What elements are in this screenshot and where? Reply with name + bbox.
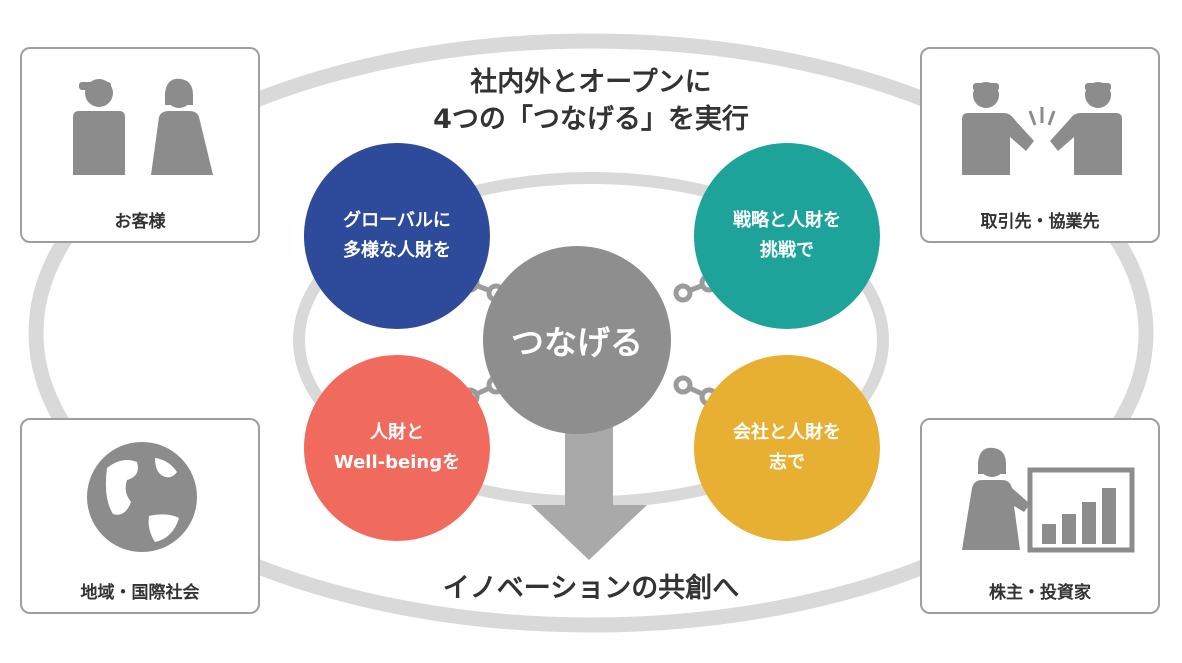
stakeholder-card-investors: 株主・投資家 (920, 418, 1160, 614)
footer-caption: イノベーションの共創へ (442, 573, 740, 604)
outer-ring (28, 33, 1154, 633)
bubble-global-talent: グローバルに 多様な人財を (304, 143, 490, 329)
stakeholder-label: お客様 (114, 212, 166, 232)
globe-icon (87, 442, 197, 552)
stakeholder-label: 地域・国際社会 (80, 583, 200, 603)
bubble-company-purpose: 会社と人財を 志で (694, 355, 880, 541)
stakeholder-label: 取引先・協業先 (980, 212, 1100, 232)
heading-line-1: 社内外とオープンに (470, 67, 712, 98)
business-partners-icon (962, 82, 1122, 175)
stakeholder-card-customers: お客様 (20, 47, 260, 243)
bubble-well-being: 人財と Well-beingを (304, 355, 490, 541)
stakeholder-card-society: 地域・国際社会 (20, 418, 260, 614)
investor-presentation-icon (962, 447, 1135, 553)
down-arrow (531, 420, 647, 560)
stakeholder-label: 株主・投資家 (989, 583, 1091, 603)
center-connect-circle: つなげる (483, 246, 671, 434)
stakeholder-card-partners: 取引先・協業先 (920, 47, 1160, 243)
customers-icon (73, 78, 213, 175)
heading-line-2: 4つの「つなげる」を実行 (433, 104, 749, 135)
bubble-strategy-challenge: 戦略と人財を 挑戦で (694, 143, 880, 329)
